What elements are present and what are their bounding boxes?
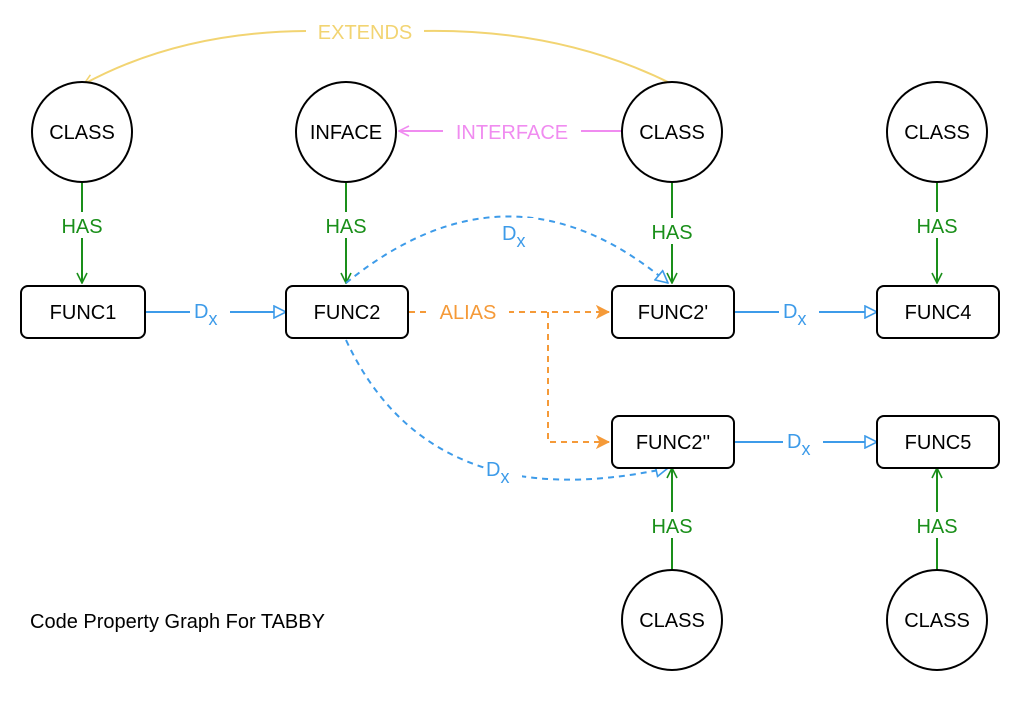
has-edge-class3-func2p: HAS [646,183,698,283]
node-label: FUNC1 [50,302,117,324]
func1-node: FUNC1 [20,285,146,339]
diagram-caption: Code Property Graph For TABBY [30,611,325,633]
extends-label: EXTENDS [318,22,412,44]
node-label: FUNC4 [905,302,972,324]
func5-node: FUNC5 [876,415,1000,469]
has-edge-class1-func1: HAS [56,183,108,283]
inface-node: INFACE [295,81,397,183]
dx-edge-func1-func2: Dx [145,294,286,329]
has-label: HAS [651,516,692,538]
func2p-node: FUNC2' [611,285,735,339]
node-label: FUNC2 [314,302,381,324]
node-label: FUNC2'' [636,432,710,454]
interface-label: INTERFACE [456,122,568,144]
alias-label: ALIAS [440,302,497,324]
svg-text:Dx: Dx [787,431,810,459]
dx-label: D [486,459,500,481]
dx-edge-func2-func2pp: Dx [345,339,668,487]
node-label: CLASS [639,122,705,144]
has-label: HAS [916,516,957,538]
has-label: HAS [916,216,957,238]
node-label: CLASS [904,610,970,632]
class-node-1: CLASS [31,81,133,183]
func2-node: FUNC2 [285,285,409,339]
dx-subscript: x [797,309,806,329]
dx-label: D [194,301,208,323]
svg-text:Dx: Dx [502,223,525,251]
svg-text:Dx: Dx [783,301,806,329]
dx-label: D [787,431,801,453]
dx-subscript: x [801,439,810,459]
dx-edge-func2pp-func5: Dx [734,424,877,459]
svg-text:Dx: Dx [486,459,509,487]
func4-node: FUNC4 [876,285,1000,339]
has-edge-class5-func2pp: HAS [646,468,698,572]
class-node-5: CLASS [621,569,723,671]
svg-text:Dx: Dx [194,301,217,329]
dx-subscript: x [516,231,525,251]
has-edge-class6-func5: HAS [911,468,963,572]
interface-edge: INTERFACE [399,119,622,144]
has-label: HAS [325,216,366,238]
func2pp-node: FUNC2'' [611,415,735,469]
has-label: HAS [61,216,102,238]
has-label: HAS [651,222,692,244]
node-label: FUNC2' [638,302,709,324]
node-label: CLASS [904,122,970,144]
dx-label: D [502,223,516,245]
extends-edge: EXTENDS [84,20,673,85]
dx-edge-func2-func2p: Dx [345,215,668,284]
has-edge-inface-func2: HAS [320,183,372,283]
has-edge-class4-func4: HAS [911,183,963,283]
dx-edge-func2p-func4: Dx [734,294,877,329]
dx-label: D [783,301,797,323]
class-node-3: CLASS [621,81,723,183]
node-label: CLASS [639,610,705,632]
node-label: CLASS [49,122,115,144]
dx-subscript: x [500,467,509,487]
node-label: FUNC5 [905,432,972,454]
alias-edge: ALIAS [409,300,609,442]
class-node-6: CLASS [886,569,988,671]
class-node-4: CLASS [886,81,988,183]
dx-subscript: x [208,309,217,329]
node-label: INFACE [310,122,382,144]
